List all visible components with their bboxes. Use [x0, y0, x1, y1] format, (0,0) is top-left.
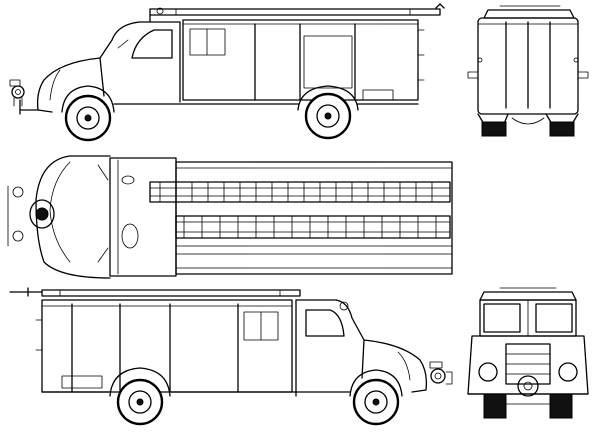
side-view-left [9, 287, 453, 426]
side-view-right [9, 3, 445, 142]
front-pump [9, 79, 25, 107]
roof-rails [9, 287, 301, 297]
rear-body [182, 19, 425, 101]
rear-wheel-left [109, 367, 171, 426]
front-view [467, 287, 589, 419]
top-view [7, 155, 453, 279]
cab-left [295, 299, 428, 397]
rear-body-left [35, 299, 293, 393]
front-wheel-left [349, 369, 403, 426]
cab [19, 21, 181, 115]
front-wheel [61, 85, 115, 142]
ladder-bottom [175, 215, 451, 239]
front-pump-left [429, 361, 453, 385]
rear-wheel [297, 85, 359, 140]
rear-view [467, 5, 589, 137]
ladder-top [149, 181, 451, 203]
roof-ladder [149, 3, 445, 23]
